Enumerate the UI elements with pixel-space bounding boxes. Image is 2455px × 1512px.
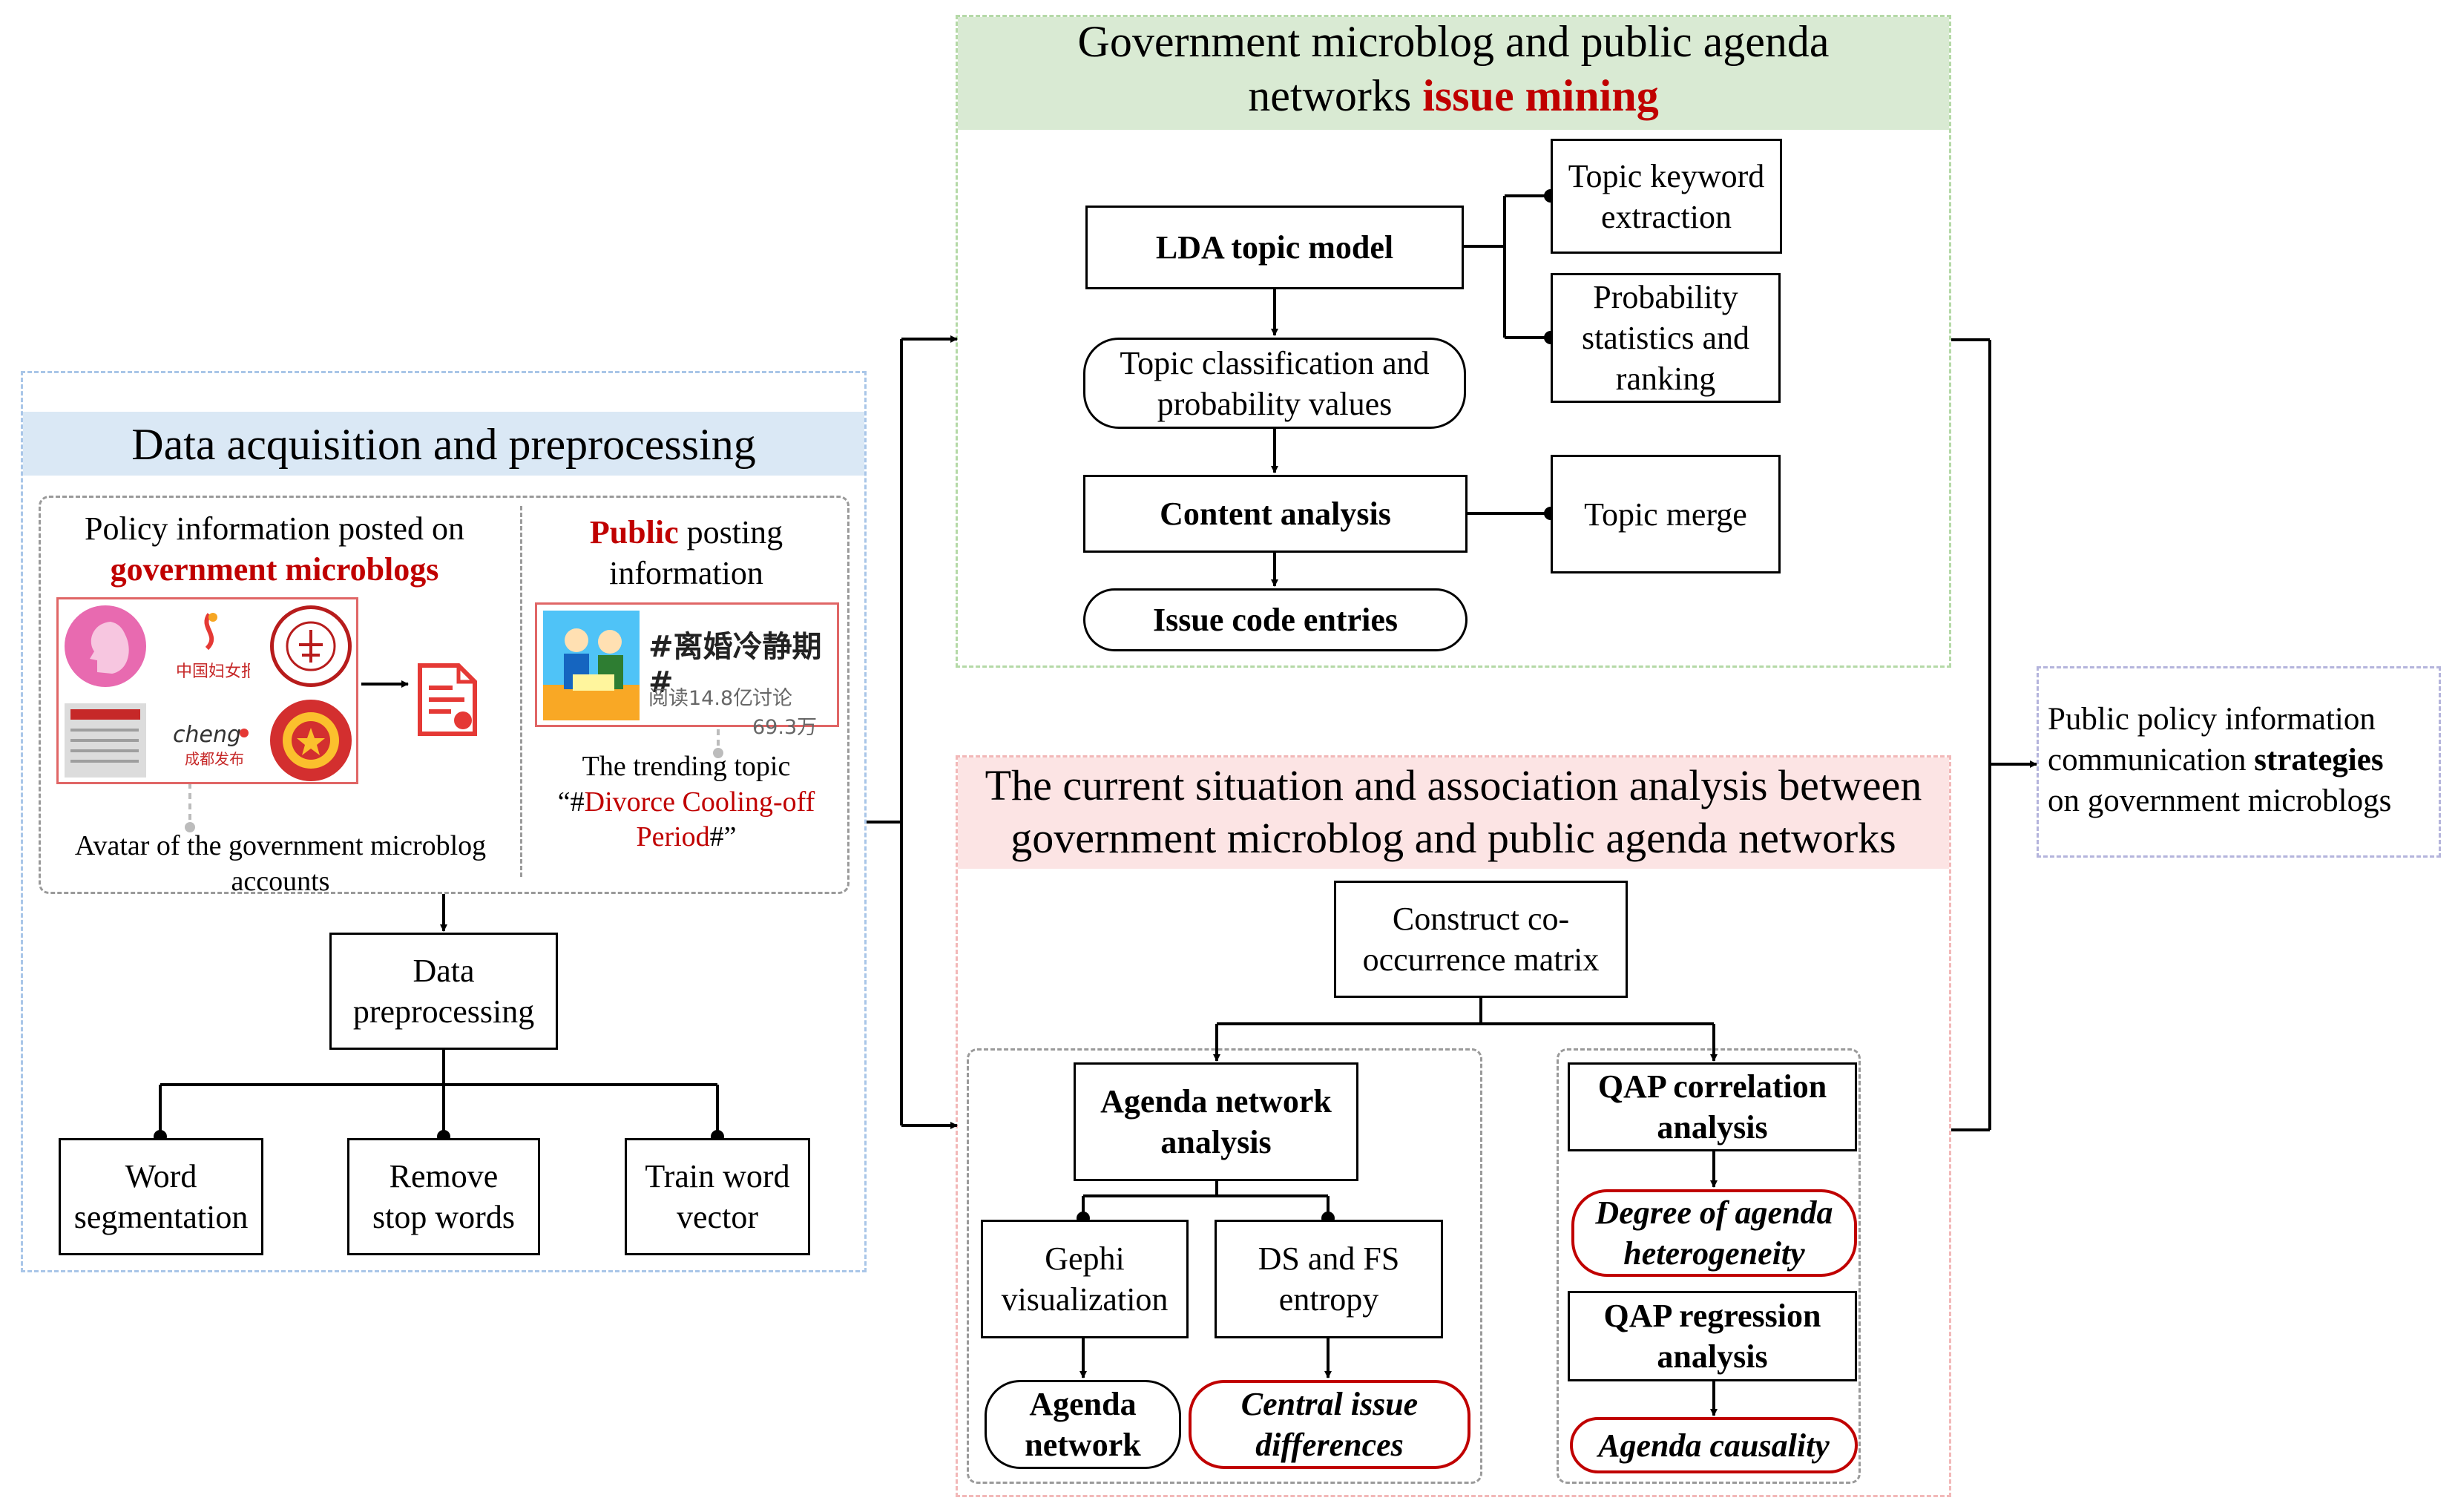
public-word: Public: [589, 514, 679, 550]
central-issue-differences-box: Central issue differences: [1189, 1380, 1470, 1469]
agenda-causality-box: Agenda causality: [1570, 1417, 1858, 1473]
word-segmentation-box: Word segmentation: [59, 1138, 263, 1255]
data-preprocessing-box: Data preprocessing: [329, 933, 558, 1050]
issue-mining-header: [958, 17, 1949, 130]
topic-classification-box: Topic classification and probability val…: [1083, 338, 1466, 429]
information-text: information: [609, 555, 763, 591]
agenda-network-analysis-box: Agenda network analysis: [1074, 1062, 1358, 1181]
data-acquisition-header: [23, 412, 864, 476]
avatar-grid: 中国妇女报 cheng 成都发布: [56, 597, 358, 784]
cooccurrence-matrix-box: Construct co-occurrence matrix: [1334, 881, 1628, 998]
svg-text:cheng: cheng: [173, 722, 241, 748]
avatar-caption: Avatar of the government microblog accou…: [74, 830, 487, 897]
policy-info-heading: Policy information posted on government …: [52, 508, 497, 590]
trending-caption-text: The trending topic: [582, 751, 791, 782]
chengdu-logo-icon: cheng 成都发布: [168, 711, 257, 778]
association-header: [958, 757, 1949, 869]
qap-regression-box: QAP regression analysis: [1568, 1291, 1857, 1381]
hashtag-text: #离婚冷静期#: [648, 630, 822, 700]
trending-quote-close: #”: [709, 821, 737, 852]
issue-mining-title-highlight: issue mining: [1422, 71, 1659, 121]
issue-mining-title-prefix: networks: [1248, 71, 1423, 121]
agenda-network-box: Agenda network: [985, 1380, 1181, 1469]
content-analysis-box: Content analysis: [1083, 475, 1468, 553]
reads-count: 阅读14.8亿: [648, 687, 754, 710]
issue-mining-title-line1: Government microblog and public agenda: [1077, 17, 1830, 66]
output-line1: Public policy information: [2048, 702, 2376, 737]
topic-merge-box: Topic merge: [1551, 455, 1781, 573]
newspaper-icon: [65, 703, 146, 778]
issue-code-entries-box: Issue code entries: [1083, 588, 1468, 651]
output-line3: on government microblogs: [2048, 783, 2392, 819]
probability-stats-box: Probability statistics and ranking: [1551, 273, 1781, 403]
ds-fs-entropy-box: DS and FS entropy: [1215, 1220, 1443, 1338]
gov-microblogs-text: government microblogs: [110, 551, 439, 588]
train-word-vector-box: Train word vector: [625, 1138, 810, 1255]
lda-topic-model-box: LDA topic model: [1085, 206, 1464, 289]
discuss-count: 讨论69.3万: [752, 687, 818, 739]
gephi-visualization-box: Gephi visualization: [981, 1220, 1189, 1338]
output-strategies: strategies: [2254, 743, 2384, 778]
issue-mining-title: Government microblog and public agenda n…: [958, 15, 1949, 123]
face-logo-icon: [65, 605, 146, 687]
svg-text:中国妇女报: 中国妇女报: [176, 663, 250, 681]
qap-correlation-box: QAP correlation analysis: [1568, 1062, 1857, 1151]
trending-quote-open: “#: [557, 786, 585, 818]
topic-thumbnail-icon: [543, 611, 640, 720]
trending-topic-card: #离婚冷静期# 阅读14.8亿 讨论69.3万: [535, 602, 839, 739]
output-line2-prefix: communication: [2048, 743, 2255, 778]
public-info-heading: Public posting information: [530, 512, 842, 594]
svg-text:成都发布: 成都发布: [185, 750, 244, 768]
sources-divider: [520, 506, 522, 877]
womens-news-logo-icon: 中国妇女报: [168, 605, 257, 687]
sources-group: [39, 496, 849, 894]
policy-info-text: Policy information posted on: [84, 510, 465, 547]
data-acquisition-section: [21, 371, 867, 1272]
data-acquisition-title: Data acquisition and preprocessing: [131, 420, 756, 469]
output-text: Public policy information communication …: [2048, 699, 2437, 821]
court-seal-icon: [270, 605, 352, 687]
qap-group: [1557, 1048, 1861, 1484]
remove-stop-words-box: Remove stop words: [347, 1138, 540, 1255]
association-title: The current situation and association an…: [985, 761, 1922, 862]
output-section: [2037, 666, 2441, 858]
trending-caption: The trending topic “#Divorce Cooling-off…: [534, 749, 838, 855]
topic-keyword-box: Topic keyword extraction: [1551, 139, 1782, 254]
degree-heterogeneity-box: Degree of agenda heterogeneity: [1571, 1189, 1857, 1277]
youth-league-icon: [270, 700, 352, 781]
posting-text: posting: [678, 514, 783, 550]
document-icon: [415, 663, 481, 737]
agenda-network-group: [967, 1048, 1482, 1484]
trending-topic-name: Divorce Cooling-off Period: [584, 786, 815, 853]
